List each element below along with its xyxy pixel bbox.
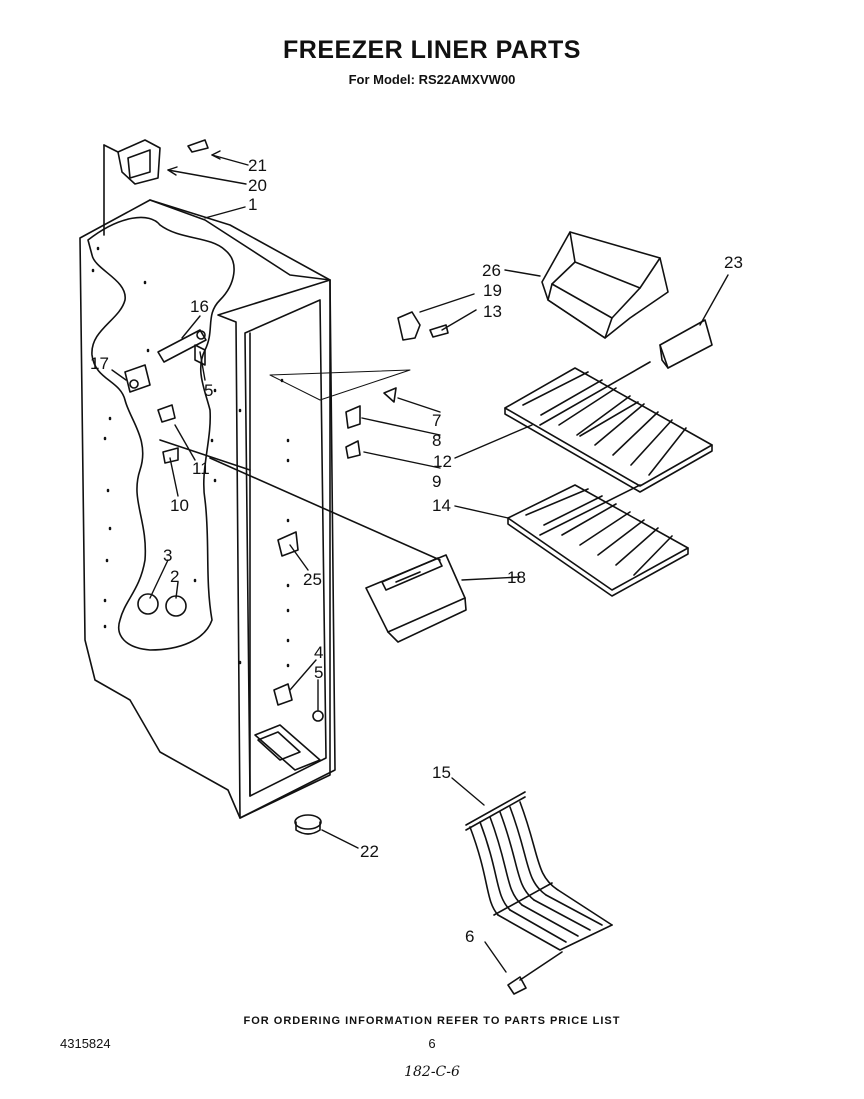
callout-label: 6 <box>465 927 474 946</box>
wire-shelf-12-part <box>504 361 713 493</box>
callout-label: 23 <box>724 253 743 272</box>
callout-label: 12 <box>433 452 452 471</box>
bracket-23-part <box>659 319 713 369</box>
page-title: FREEZER LINER PARTS <box>283 36 581 64</box>
ordering-info-note: FOR ORDERING INFORMATION REFER TO PARTS … <box>243 1015 621 1027</box>
callout-label: 21 <box>248 156 267 175</box>
bracket-17-part <box>124 364 151 393</box>
page-number: 6 <box>428 1036 436 1051</box>
hinge-bracket-part <box>103 139 161 236</box>
callout-label: 5 <box>204 381 213 400</box>
callout-label: 22 <box>360 842 379 861</box>
callout-label: 25 <box>303 570 322 589</box>
damper-19-part <box>397 311 449 341</box>
callout-labels: 21 20 1 16 17 5 11 10 3 2 25 4 5 22 26 1… <box>90 156 743 946</box>
handwritten-note: 182-C-6 <box>404 1064 460 1080</box>
wire-shelf-14-part <box>507 484 689 597</box>
callout-label: 13 <box>483 302 502 321</box>
callout-label: 9 <box>432 472 441 491</box>
callout-label: 26 <box>482 261 501 280</box>
callout-label: 15 <box>432 763 451 782</box>
callout-label: 16 <box>190 297 209 316</box>
ice-bin-part <box>541 231 669 339</box>
document-number: 4315824 <box>60 1036 111 1051</box>
callout-label: 17 <box>90 354 109 373</box>
callout-label: 4 <box>314 643 323 662</box>
callout-label: 8 <box>432 431 441 450</box>
callout-label: 5 <box>314 663 323 682</box>
wire-basket-part <box>465 791 613 995</box>
fasteners-small-parts <box>137 404 324 835</box>
callout-label: 2 <box>170 567 179 586</box>
freezer-liner-part <box>79 199 441 819</box>
screw-21-part <box>187 139 209 153</box>
tube-16-part <box>157 329 207 366</box>
model-subtitle: For Model: RS22AMXVW00 <box>348 72 516 87</box>
callout-label: 11 <box>192 459 210 478</box>
callout-label: 19 <box>483 281 502 300</box>
callout-label: 14 <box>432 496 451 515</box>
clips-7-8-9-parts <box>345 387 397 459</box>
callout-label: 1 <box>248 195 257 214</box>
callout-label: 20 <box>248 176 267 195</box>
callout-label: 7 <box>432 411 441 430</box>
leader-lines <box>111 150 729 973</box>
callout-label: 3 <box>163 546 172 565</box>
callout-label: 10 <box>170 496 189 515</box>
shelf-support-part <box>365 554 467 643</box>
callout-label: 18 <box>507 568 526 587</box>
